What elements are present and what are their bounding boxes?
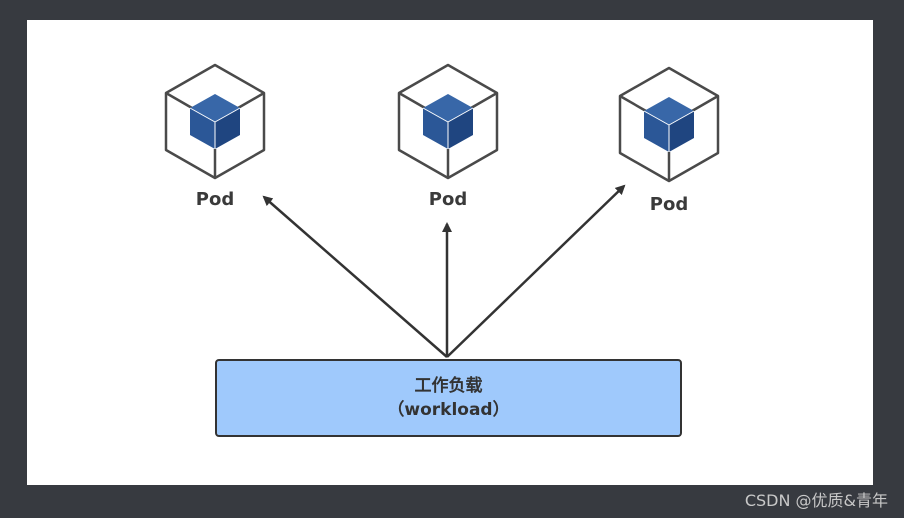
arrow-to-pod-3	[446, 184, 626, 358]
pod-label-2: Pod	[428, 189, 468, 210]
workload-subtitle: （workload）	[387, 400, 510, 420]
pod-label-1: Pod	[195, 189, 235, 210]
workload-title: 工作负载	[414, 376, 483, 396]
arrow-to-pod-1	[262, 195, 448, 358]
pod-cube-icon	[397, 63, 499, 180]
workload-box: 工作负载 （workload）	[215, 359, 682, 437]
pod-label-3: Pod	[649, 194, 689, 215]
pod-cube-icon	[618, 66, 720, 183]
pod-cube-icon	[164, 63, 266, 180]
watermark: CSDN @优质&青年	[744, 491, 888, 510]
